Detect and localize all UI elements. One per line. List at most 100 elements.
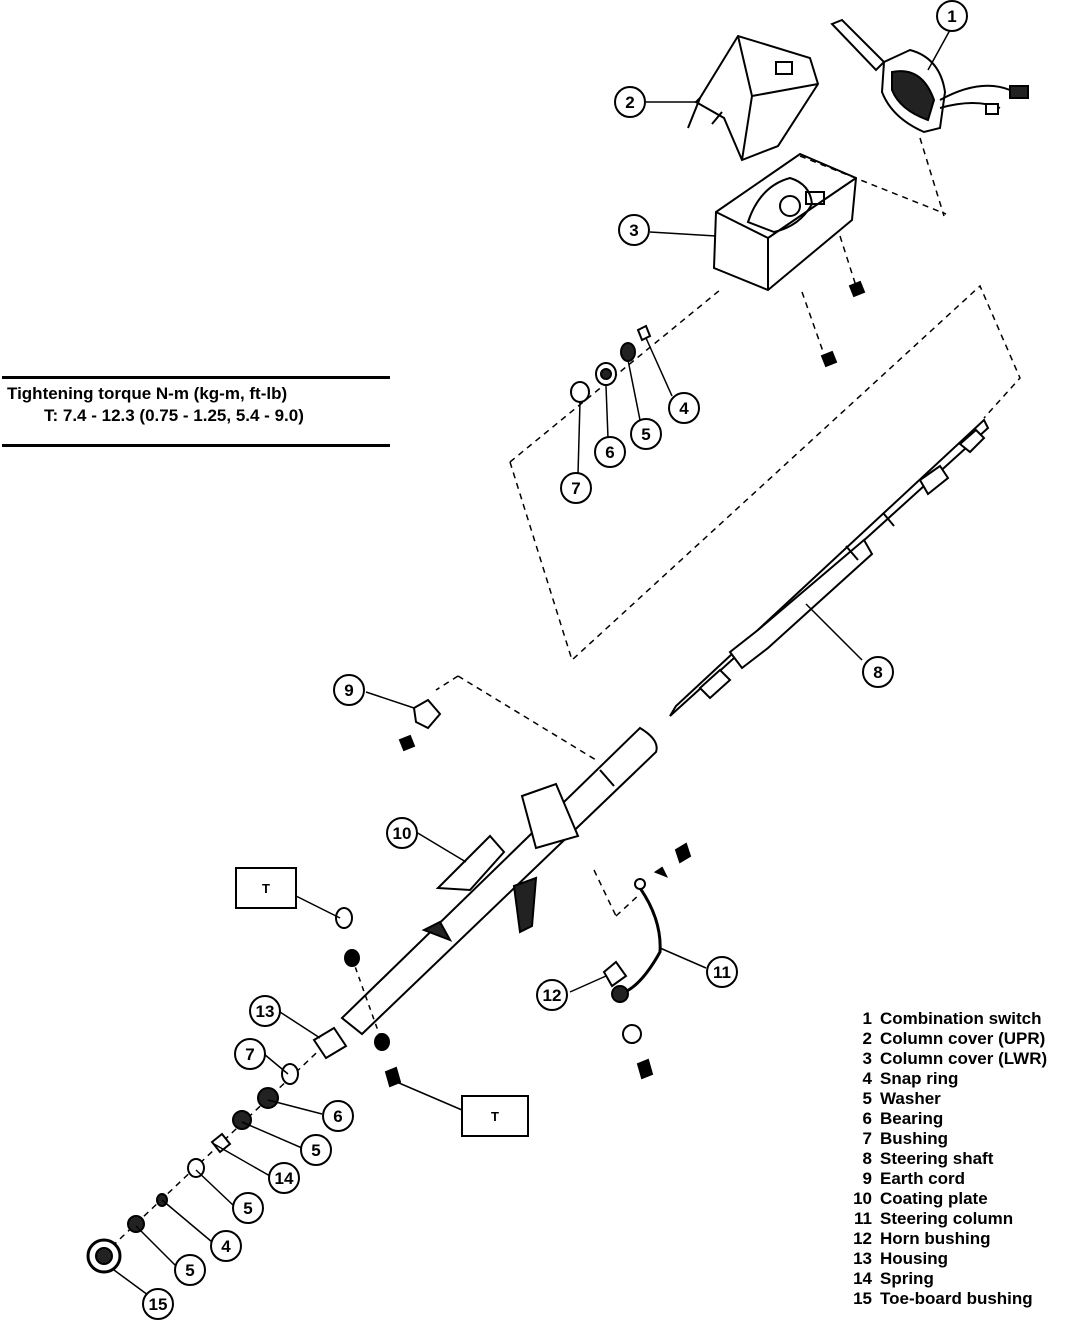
lower-small-parts [86,907,402,1274]
callout-label: 4 [221,1237,231,1256]
legend-part-name: Earth cord [880,1169,966,1188]
torque-value: T: 7.4 - 12.3 (0.75 - 1.25, 5.4 - 9.0) [44,406,304,425]
legend-part-name: Coating plate [880,1189,988,1208]
torque-marker-bottom: T [461,1095,529,1137]
callout-label: 13 [256,1002,275,1021]
callout-label: 7 [245,1045,254,1064]
callout-label: 11 [713,963,731,982]
callout-label: 8 [873,663,882,682]
legend-item: 1 Combination switch [838,1009,1068,1029]
legend-part-name: Toe-board bushing [880,1289,1033,1308]
callout-circle [210,1230,242,1262]
legend-part-name: Bushing [880,1129,948,1148]
callout-circle [862,656,894,688]
legend-item: 10 Coating plate [838,1189,1068,1209]
legend-part-name: Spring [880,1269,934,1288]
callout-5: 5 [232,1192,264,1224]
legend-number: 15 [853,1289,872,1308]
callout-circle [630,418,662,450]
legend-item: 3 Column cover (LWR) [838,1049,1068,1069]
torque-spec-box: Tightening torque N-m (kg-m, ft-lb) T: 7… [0,374,392,450]
leader-lines [113,29,951,1299]
callout-15: 15 [142,1288,174,1320]
callout-13: 13 [249,995,281,1027]
callout-label: 1 [947,7,956,26]
callout-12: 12 [536,979,568,1011]
legend-number: 11 [854,1209,872,1228]
legend-item: 2 Column cover (UPR) [838,1029,1068,1049]
callout-5: 5 [300,1134,332,1166]
callout-label: 7 [571,479,580,498]
callout-circle [706,956,738,988]
torque-marker-top: T [235,867,297,909]
callout-label: 9 [344,681,353,700]
legend-number: 12 [853,1229,872,1248]
callout-6: 6 [594,436,626,468]
callout-label: 6 [605,443,614,462]
callout-circle [936,0,968,32]
callout-10: 10 [386,817,418,849]
legend-part-name: Washer [880,1089,941,1108]
legend-number: 2 [862,1029,872,1048]
callout-8: 8 [862,656,894,688]
legend-item: 5 Washer [838,1089,1068,1109]
horn-bushing [398,698,442,752]
callout-circle [300,1134,332,1166]
callout-6: 6 [322,1100,354,1132]
callout-4: 4 [668,392,700,424]
legend-item: 12 Horn bushing [838,1229,1068,1249]
callout-circle [174,1254,206,1286]
callout-circle [234,1038,266,1070]
legend-number: 4 [862,1069,872,1088]
callout-label: 10 [393,824,412,843]
legend-part-name: Steering column [880,1209,1014,1228]
callout-2: 2 [614,86,646,118]
legend-item: 7 Bushing [838,1129,1068,1149]
callout-circle [386,817,418,849]
legend-number: 7 [862,1129,872,1148]
legend-item: 15 Toe-board bushing [838,1289,1068,1309]
legend-item: 14 Spring [838,1269,1068,1289]
column-cover-upper [687,34,820,162]
legend-number: 13 [853,1249,872,1268]
callout-label: 5 [311,1141,320,1160]
callout-circle [249,995,281,1027]
legend-item: 11 Steering column [838,1209,1068,1229]
callout-circle [614,86,646,118]
column-cover-lower [712,152,947,368]
legend-part-name: Steering shaft [880,1149,994,1168]
legend-number: 5 [862,1089,872,1108]
legend-part-name: Horn bushing [880,1229,991,1248]
legend-number: 10 [853,1189,872,1208]
callout-label: 5 [185,1261,194,1280]
legend-number: 1 [862,1009,872,1028]
callout-label: 5 [243,1199,252,1218]
steering-column [340,675,658,1036]
callout-label: 3 [629,221,638,240]
callout-circle [560,472,592,504]
torque-marker-label: T [491,1109,499,1124]
callout-circle [322,1100,354,1132]
earth-cord [602,842,692,1080]
torque-top-rule [2,376,390,379]
callout-11: 11 [706,956,738,988]
legend-number: 9 [862,1169,872,1188]
callout-circle [142,1288,174,1320]
torque-marker-label: T [262,881,270,896]
legend-part-name: Combination switch [880,1009,1042,1028]
torque-heading: Tightening torque N-m (kg-m, ft-lb) [7,384,288,403]
legend-number: 3 [862,1049,872,1068]
callout-circle [232,1192,264,1224]
callout-circle [268,1162,300,1194]
legend-part-name: Housing [880,1249,948,1268]
legend-number: 14 [853,1269,872,1288]
legend-part-name: Column cover (UPR) [880,1029,1046,1048]
legend-item: 9 Earth cord [838,1169,1068,1189]
torque-bottom-rule [2,444,390,447]
legend-part-name: Column cover (LWR) [880,1049,1048,1068]
callout-5: 5 [174,1254,206,1286]
legend-item: 13 Housing [838,1249,1068,1269]
